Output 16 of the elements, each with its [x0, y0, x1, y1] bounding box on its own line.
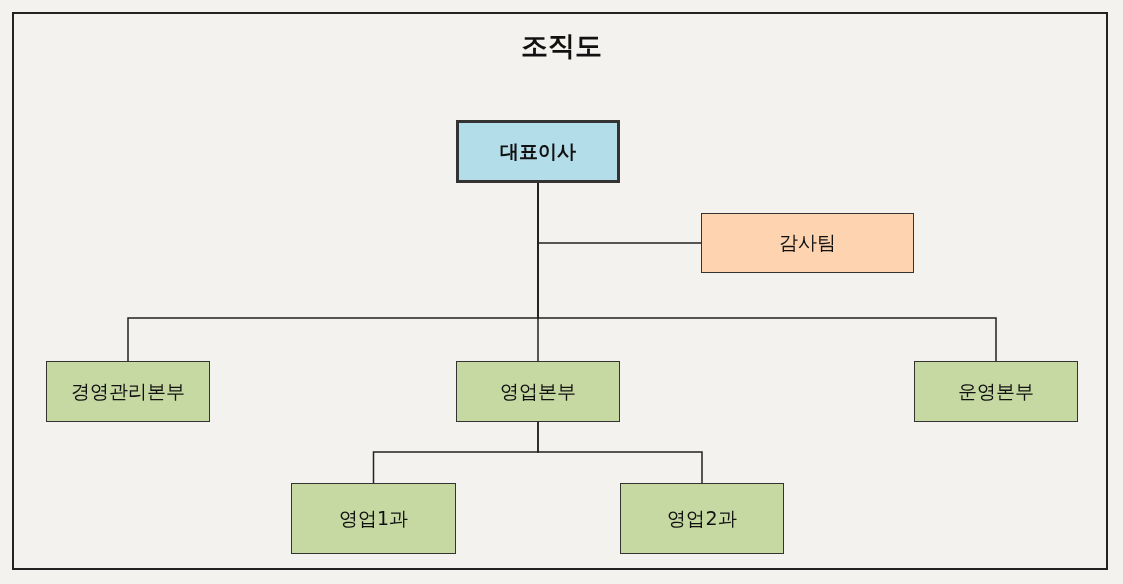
- box-label: 대표이사: [500, 138, 576, 164]
- box-label: 영업본부: [500, 378, 576, 404]
- chart-title: 조직도: [521, 29, 602, 63]
- executive-box: [456, 120, 620, 183]
- department-box: [914, 361, 1078, 422]
- department-box: [46, 361, 210, 422]
- department-box: [620, 483, 784, 554]
- box-label: 영업1과: [338, 505, 409, 531]
- box-label: 영업2과: [667, 505, 737, 531]
- department-box: [291, 483, 456, 554]
- box-label: 감사팀: [779, 230, 836, 255]
- connector-line: [537, 421, 703, 484]
- box-label: 운영본부: [958, 378, 1034, 404]
- staff-box: [701, 213, 914, 273]
- department-box: [456, 361, 620, 422]
- box-label: 경영관리본부: [71, 378, 185, 404]
